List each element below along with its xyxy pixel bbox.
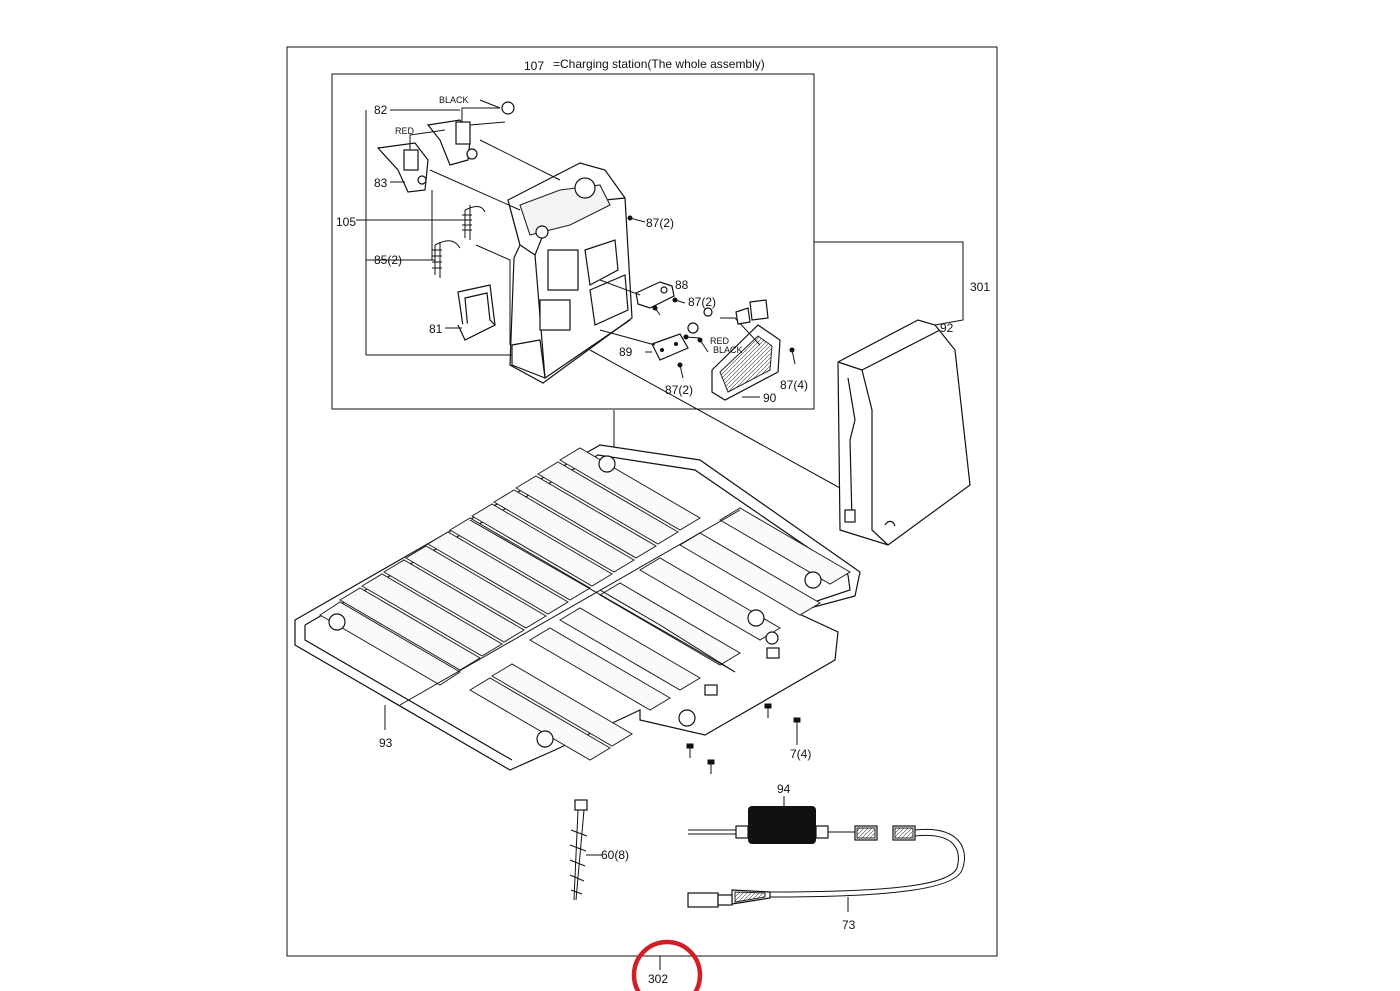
- callout-60: 60(8): [601, 848, 629, 862]
- part-60-stake: [569, 799, 588, 901]
- callout-87c: 87(2): [665, 383, 693, 397]
- part-94-power-supply: [688, 806, 878, 844]
- wire-label-red-bottom: RED: [710, 336, 730, 346]
- part-73-cable: [687, 825, 966, 908]
- callout-82: 82: [374, 103, 388, 117]
- callout-87a: 87(2): [646, 216, 674, 230]
- callout-81: 81: [429, 322, 443, 336]
- charging-station-body: [507, 162, 633, 384]
- part-82-connector: [426, 101, 515, 166]
- callout-85: 85(2): [374, 253, 402, 267]
- callout-94: 94: [777, 782, 791, 796]
- highlight-circle: [631, 939, 703, 991]
- wire-label-black-bottom: BLACK: [713, 345, 743, 355]
- callout-89: 89: [619, 345, 633, 359]
- callout-105: 105: [336, 215, 356, 229]
- leader-301: [814, 241, 964, 326]
- leader-lines-assembly: [356, 99, 841, 489]
- screws-7: [686, 703, 801, 774]
- callout-92: 92: [940, 321, 954, 335]
- callout-83: 83: [374, 176, 388, 190]
- part-89-plate: [651, 333, 689, 361]
- wire-label-black-top: BLACK: [439, 95, 469, 105]
- part-81-bracket: [457, 284, 497, 341]
- callout-302: 302: [648, 972, 668, 986]
- callout-90: 90: [763, 391, 777, 405]
- callout-93: 93: [379, 736, 393, 750]
- part-85-springs: [432, 240, 461, 278]
- callout-73: 73: [842, 918, 856, 932]
- callout-88: 88: [675, 278, 689, 292]
- callout-7: 7(4): [790, 747, 811, 761]
- part-90-panel: [687, 299, 781, 401]
- screws-87: [627, 215, 796, 379]
- part-92-cover: [837, 319, 971, 546]
- part-88-latch: [635, 281, 675, 309]
- assembly-title: =Charging station(The whole assembly): [553, 57, 765, 71]
- callout-301: 301: [970, 280, 990, 294]
- part-83-connector: [376, 129, 446, 193]
- callout-87b: 87(2): [688, 295, 716, 309]
- wire-label-red-top: RED: [395, 126, 415, 136]
- part-93-base-plate: [294, 444, 861, 771]
- part-105-spring: [462, 205, 486, 240]
- assembly-number: 107: [524, 59, 544, 73]
- callout-87d: 87(4): [780, 378, 808, 392]
